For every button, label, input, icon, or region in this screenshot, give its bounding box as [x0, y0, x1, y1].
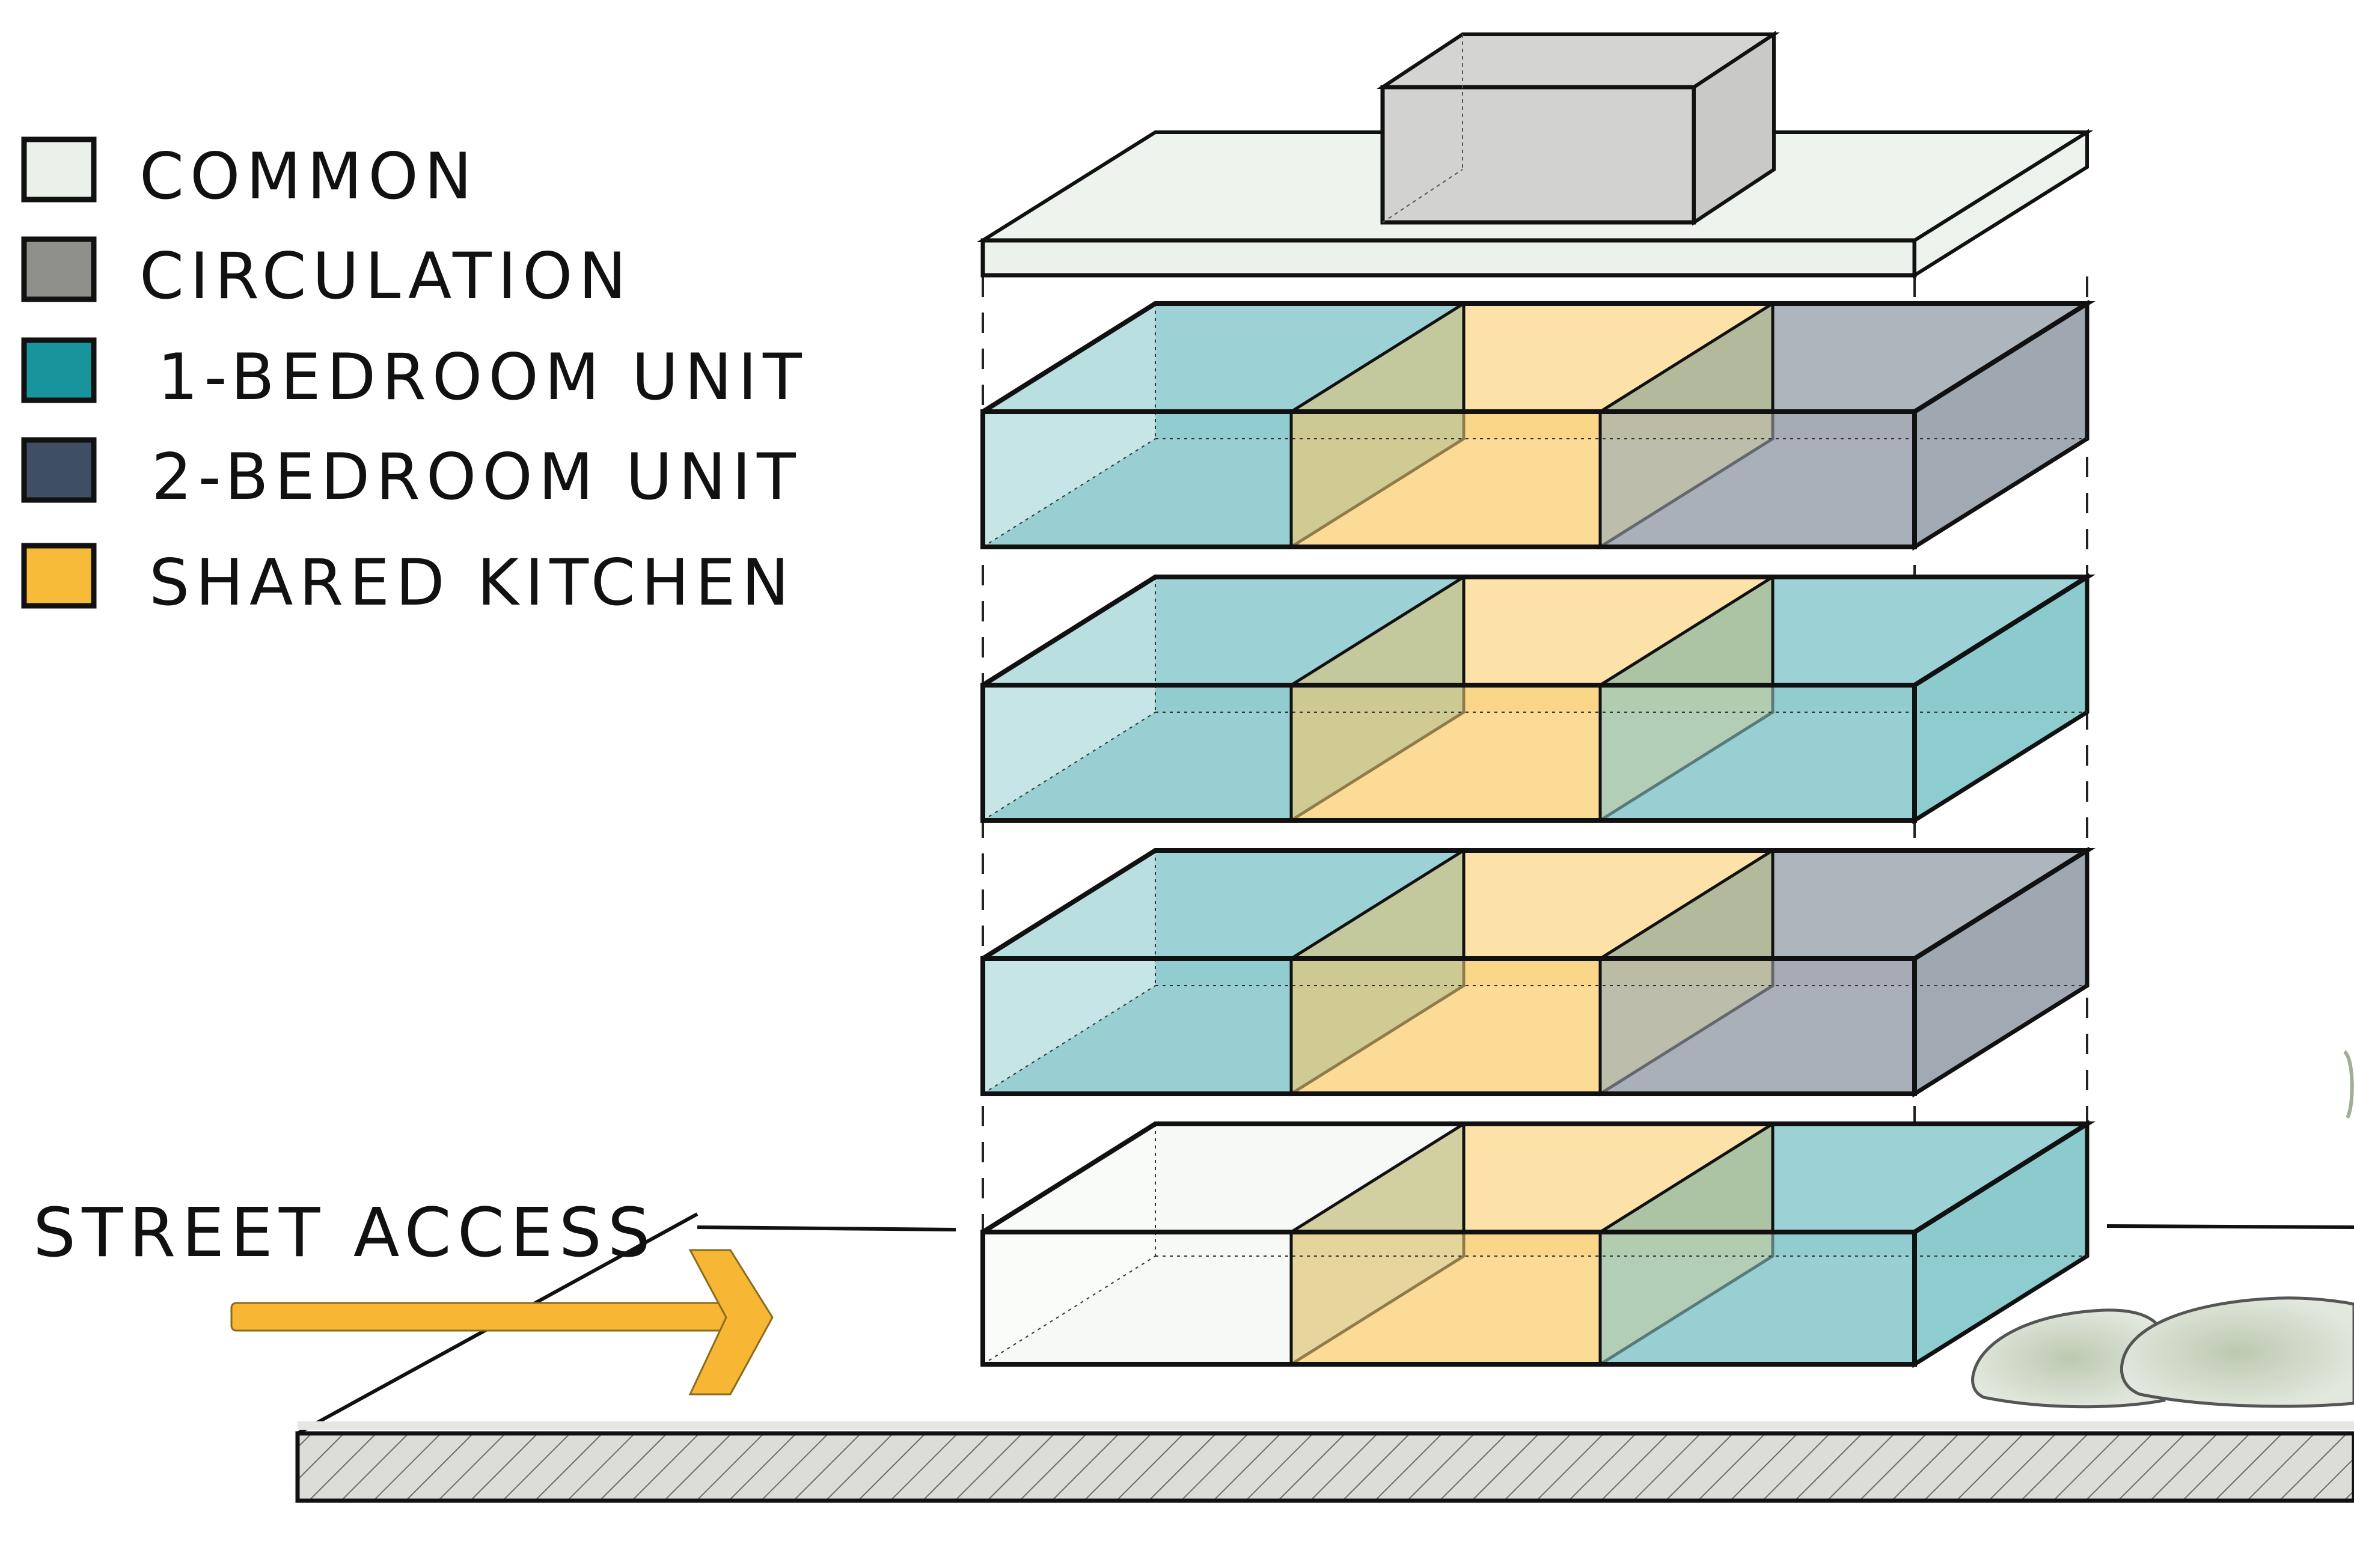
right-zone-top — [1600, 1124, 2087, 1232]
floor-outline — [980, 956, 1917, 1096]
legend-swatch-two-bedroom — [21, 437, 97, 503]
roof-slab — [976, 31, 2094, 279]
middle-zone-top — [1291, 304, 1773, 412]
legend-label-circulation: CIRCULATION — [139, 239, 632, 313]
right-zone-top — [1600, 304, 2087, 412]
floor-outline — [980, 1230, 1917, 1367]
right-zone-front — [1600, 1232, 1915, 1364]
legend-swatch-common — [21, 136, 97, 203]
right-zone-front — [1600, 685, 1915, 820]
left-zone-front — [983, 1232, 1291, 1364]
floor-2 — [980, 846, 2096, 1098]
legend-item-one-bedroom: 1-BEDROOM UNIT — [21, 337, 808, 414]
arrow-head — [688, 1249, 774, 1396]
circulation-core-side — [1692, 31, 1776, 226]
middle-zone-top — [1291, 850, 1773, 959]
street-access-label: STREET ACCESS — [33, 1194, 656, 1272]
right-zone-top — [1600, 850, 2087, 959]
legend-item-two-bedroom: 2-BEDROOM UNIT — [21, 437, 802, 514]
legend-item-shared-kitchen: SHARED KITCHEN — [21, 543, 795, 620]
middle-zone-front — [1291, 959, 1600, 1094]
legend-label-common: COMMON — [139, 139, 478, 213]
floor-3 — [980, 573, 2096, 825]
left-zone-front — [983, 412, 1291, 547]
circulation-core-front — [1380, 85, 1696, 225]
legend-label-two-bedroom: 2-BEDROOM UNIT — [151, 440, 802, 514]
bush-edge — [2343, 1050, 2354, 1119]
middle-zone-top — [1291, 577, 1773, 685]
left-zone-front — [983, 959, 1291, 1094]
building-stack — [976, 31, 2096, 1368]
floor-4 — [980, 299, 2096, 551]
landscaping — [1971, 1050, 2354, 1409]
ground-floor — [980, 1120, 2096, 1368]
roof-front-face — [980, 238, 1917, 278]
left-zone-top — [983, 304, 1464, 412]
middle-zone-front — [1291, 1232, 1600, 1364]
ground-section — [295, 1431, 2354, 1503]
right-zone-top — [1600, 577, 2087, 685]
middle-zone-front — [1291, 685, 1600, 820]
roof-side-face — [1913, 129, 2089, 279]
legend: COMMON CIRCULATION 1-BEDROOM UNIT 2-BEDR… — [21, 136, 808, 620]
legend-swatch-shared-kitchen — [21, 543, 97, 609]
legend-item-common: COMMON — [21, 136, 478, 213]
street-back-edge-right — [2106, 1224, 2354, 1229]
street-access: STREET ACCESS — [33, 1194, 774, 1396]
middle-zone-top — [1291, 1124, 1773, 1232]
legend-label-shared-kitchen: SHARED KITCHEN — [149, 546, 795, 620]
left-zone-top — [983, 850, 1464, 959]
right-zone-front — [1600, 412, 1915, 547]
right-zone-front — [1600, 959, 1915, 1094]
left-zone-front — [983, 685, 1291, 820]
middle-zone-front — [1291, 412, 1600, 547]
legend-swatch-circulation — [21, 236, 97, 302]
legend-label-one-bedroom: 1-BEDROOM UNIT — [157, 340, 808, 414]
arrow-shaft — [230, 1302, 732, 1332]
floor-outline — [980, 683, 1917, 823]
legend-swatch-one-bedroom — [21, 337, 97, 403]
street-back-edge — [697, 1225, 956, 1231]
street-access-arrow — [230, 1249, 774, 1396]
legend-item-circulation: CIRCULATION — [21, 236, 632, 313]
floor-outline — [980, 409, 1917, 549]
left-zone-top — [983, 577, 1464, 685]
left-zone-top — [983, 1124, 1464, 1232]
